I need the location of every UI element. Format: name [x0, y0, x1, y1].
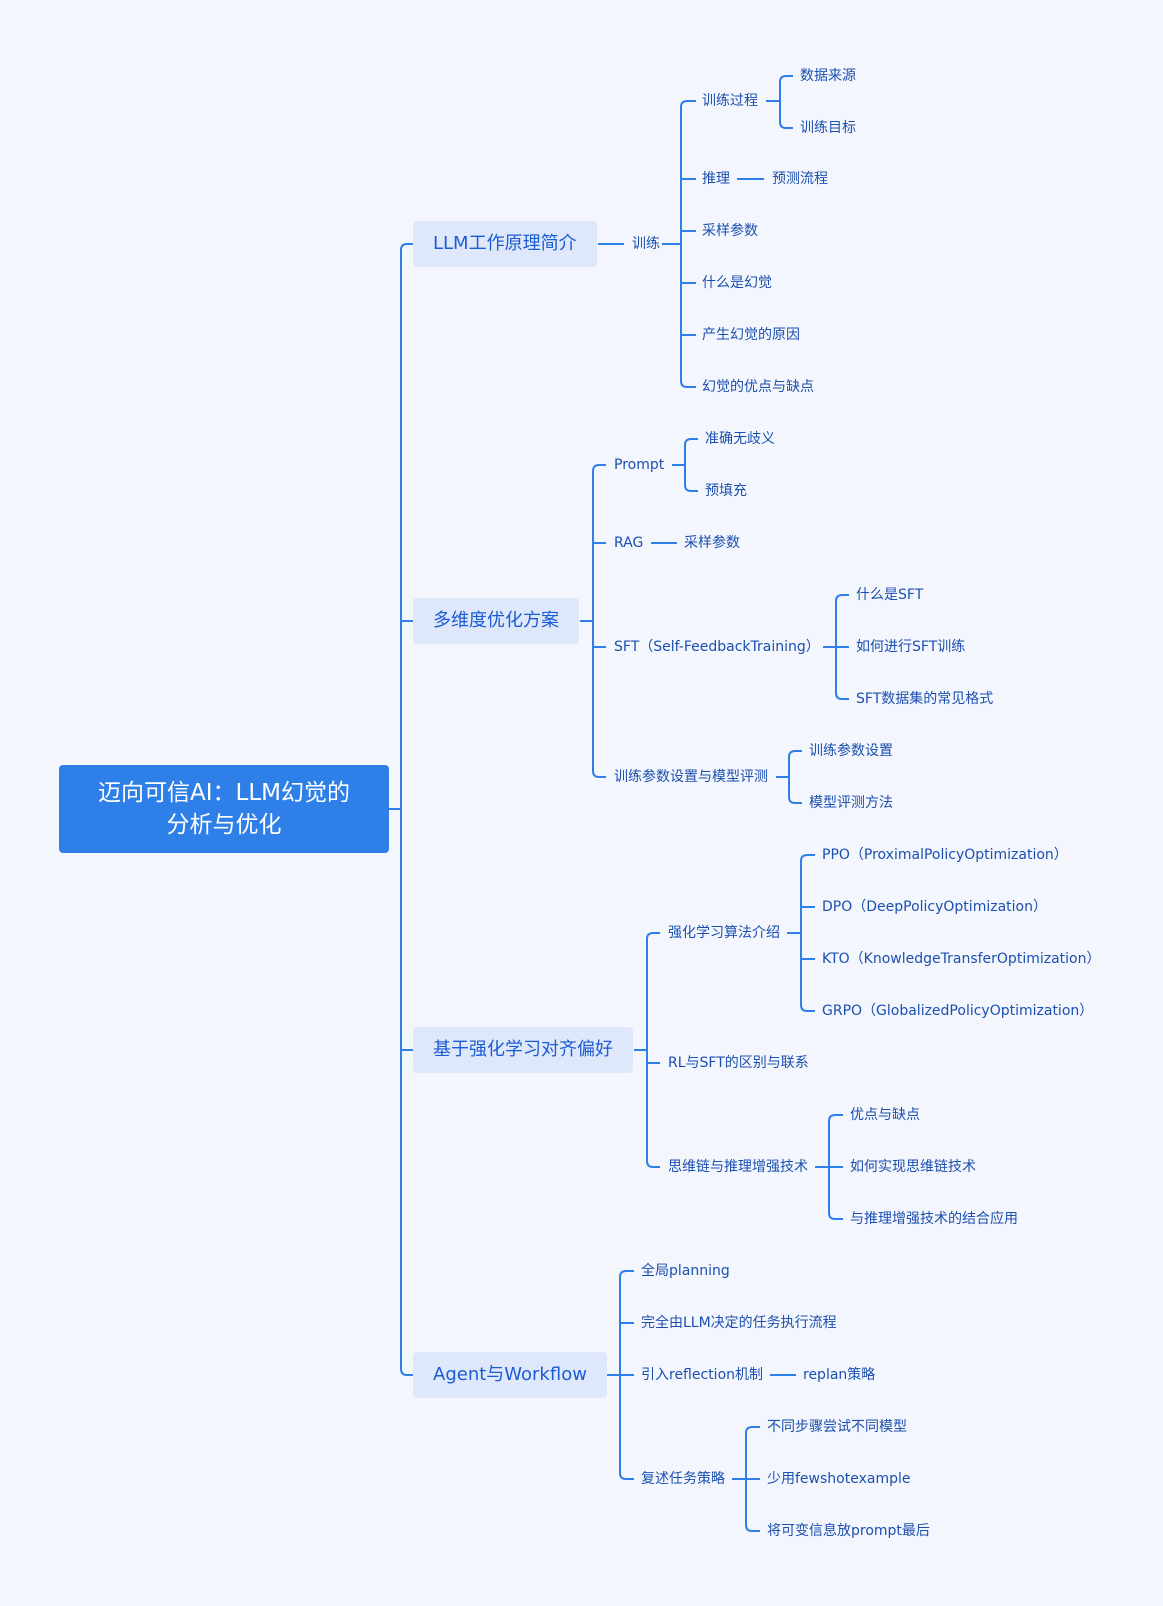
node-training-params[interactable]: 训练参数设置 [809, 743, 893, 759]
node-training-goal[interactable]: 训练目标 [800, 120, 856, 136]
node-how-cot[interactable]: 如何实现思维链技术 [850, 1159, 976, 1175]
optimization-edge-0 [592, 464, 606, 472]
branch-llm-principles[interactable]: LLM工作原理简介 [413, 221, 597, 267]
node-rl-vs-sft[interactable]: RL与SFT的区别与联系 [668, 1055, 809, 1071]
node-cot-combined[interactable]: 与推理增强技术的结合应用 [850, 1211, 1018, 1227]
optimization-edge-3 [592, 770, 606, 778]
node-ppo[interactable]: PPO（ProximalPolicyOptimization） [822, 847, 1068, 863]
node-global-planning[interactable]: 全局planning [641, 1263, 730, 1279]
node-grpo[interactable]: GRPO（GlobalizedPolicyOptimization） [822, 1003, 1094, 1019]
prompt-edge-1 [684, 484, 698, 492]
node-sft[interactable]: SFT（Self-FeedbackTraining） [614, 639, 820, 655]
training-process-edge-0 [779, 75, 793, 83]
root-title-line-2: 分析与优化 [166, 812, 282, 838]
training-edge-5 [680, 380, 696, 388]
node-restate-task[interactable]: 复述任务策略 [641, 1471, 725, 1487]
node-reflection[interactable]: 引入reflection机制 [641, 1367, 764, 1383]
node-dpo[interactable]: DPO（DeepPolicyOptimization） [822, 899, 1047, 915]
node-sampling-params[interactable]: 采样参数 [702, 223, 758, 239]
cot-edge-0 [828, 1114, 843, 1122]
rl-algorithms-edge-0 [800, 854, 815, 862]
node-llm-decided-flow[interactable]: 完全由LLM决定的任务执行流程 [641, 1315, 837, 1331]
root-edge-0 [400, 243, 413, 251]
branch-agent-workflow[interactable]: Agent与Workflow [413, 1352, 607, 1398]
rl-algorithms-edge-3 [800, 1004, 815, 1012]
sft-edge-0 [835, 594, 849, 602]
node-chain-of-thought[interactable]: 思维链与推理增强技术 [668, 1159, 808, 1175]
sft-edge-2 [835, 692, 849, 700]
training-edge-0 [680, 100, 696, 108]
node-training[interactable]: 训练 [632, 236, 660, 252]
node-pros-cons[interactable]: 优点与缺点 [850, 1107, 920, 1123]
node-training-process[interactable]: 训练过程 [702, 93, 758, 109]
node-prompt[interactable]: Prompt [614, 457, 665, 473]
root-topic[interactable]: 迈向可信AI：LLM幻觉的 分析与优化 [59, 765, 389, 853]
node-replan[interactable]: replan策略 [803, 1367, 876, 1383]
node-prediction-flow[interactable]: 预测流程 [772, 171, 828, 187]
node-rag-sampling-params[interactable]: 采样参数 [684, 535, 740, 551]
node-params-evaluation[interactable]: 训练参数设置与模型评测 [614, 769, 768, 785]
node-how-sft[interactable]: 如何进行SFT训练 [856, 639, 966, 655]
restate-edge-2 [745, 1524, 760, 1532]
node-rl-algorithms[interactable]: 强化学习算法介绍 [668, 925, 780, 941]
rl-edge-0 [646, 932, 660, 940]
node-inference[interactable]: 推理 [702, 171, 730, 187]
params-eval-edge-0 [788, 750, 802, 758]
params-eval-edge-1 [788, 796, 802, 804]
node-prefill[interactable]: 预填充 [705, 483, 747, 499]
node-kto[interactable]: KTO（KnowledgeTransferOptimization） [822, 951, 1101, 967]
cot-edge-2 [828, 1212, 843, 1220]
branch-optimization[interactable]: 多维度优化方案 [413, 598, 579, 644]
branch-rl-alignment[interactable]: 基于强化学习对齐偏好 [413, 1027, 633, 1073]
node-sft-formats[interactable]: SFT数据集的常见格式 [856, 691, 994, 707]
root-edge-3 [400, 1368, 413, 1376]
root-title-line-1: 迈向可信AI：LLM幻觉的 [98, 780, 350, 806]
prompt-edge-0 [684, 438, 698, 446]
node-what-is-sft[interactable]: 什么是SFT [856, 587, 924, 603]
node-hallucination-causes[interactable]: 产生幻觉的原因 [702, 327, 800, 343]
node-accurate-unambiguous[interactable]: 准确无歧义 [705, 431, 775, 447]
node-evaluation-methods[interactable]: 模型评测方法 [809, 795, 893, 811]
agent-edge-0 [619, 1270, 634, 1278]
training-process-edge-1 [779, 121, 793, 129]
agent-edge-3 [619, 1472, 634, 1480]
node-data-source[interactable]: 数据来源 [800, 68, 856, 84]
node-hallucination-pros-cons[interactable]: 幻觉的优点与缺点 [702, 379, 814, 395]
rl-edge-2 [646, 1160, 660, 1168]
node-variable-info-last[interactable]: 将可变信息放prompt最后 [767, 1523, 930, 1539]
node-what-hallucination[interactable]: 什么是幻觉 [702, 275, 772, 291]
restate-edge-0 [745, 1426, 760, 1434]
node-different-models[interactable]: 不同步骤尝试不同模型 [767, 1419, 907, 1435]
node-rag[interactable]: RAG [614, 535, 644, 551]
node-fewer-fewshot[interactable]: 少用fewshotexample [767, 1471, 911, 1487]
